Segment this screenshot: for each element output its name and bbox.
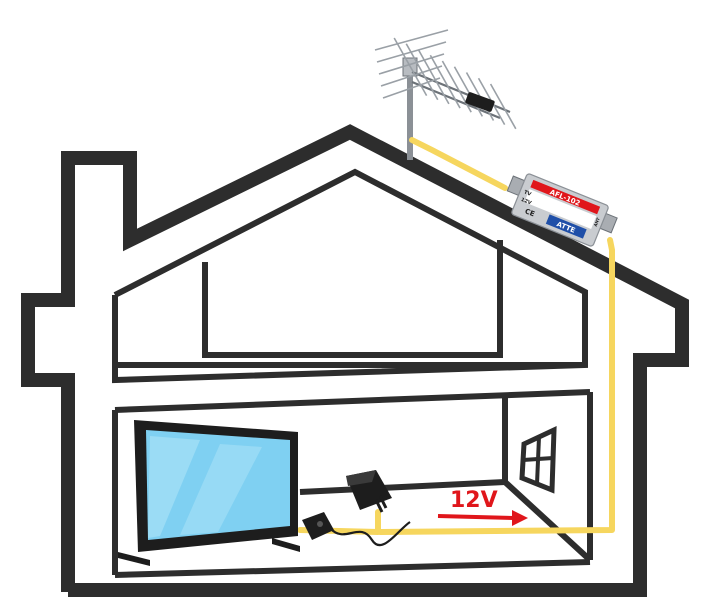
amplifier-output-label: ANT bbox=[593, 217, 601, 228]
attic-frame bbox=[112, 168, 588, 384]
room-frame bbox=[112, 389, 593, 578]
amplifier-input-label: TV bbox=[523, 189, 532, 197]
amplifier-power-label: 12V bbox=[520, 197, 532, 207]
coax-cable-antenna bbox=[409, 137, 508, 191]
coax-cable-main bbox=[377, 237, 615, 535]
voltage-label: 12V bbox=[450, 488, 498, 513]
window bbox=[519, 426, 557, 494]
tv-antenna bbox=[374, 29, 517, 160]
voltage-indicator: 12V bbox=[437, 488, 528, 526]
power-inserter bbox=[302, 512, 411, 547]
television bbox=[118, 420, 300, 566]
power-adapter bbox=[346, 470, 392, 513]
house-outline bbox=[21, 124, 689, 597]
ce-mark: CE bbox=[524, 207, 536, 218]
amplifier-box: AFL-102 TV 12V ANT CE ATTE bbox=[506, 173, 618, 247]
